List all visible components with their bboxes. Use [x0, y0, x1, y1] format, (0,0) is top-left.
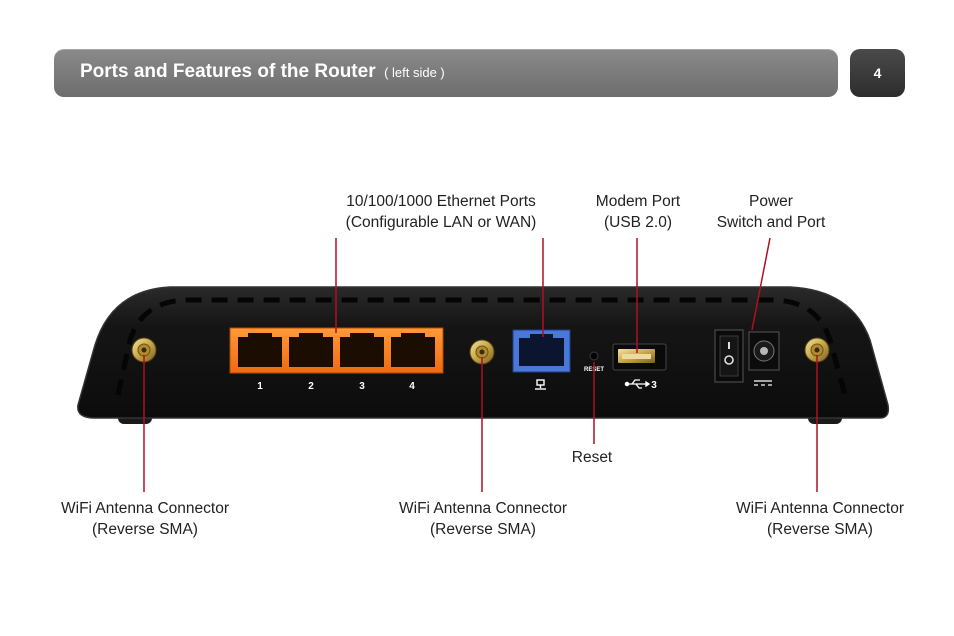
callout-antenna-center: WiFi Antenna Connector (Reverse SMA) [399, 498, 567, 540]
vent-dashes [115, 297, 848, 396]
antenna-connector-right [804, 337, 830, 363]
power-jack [748, 331, 780, 371]
callout-modem-line1: Modem Port [595, 193, 681, 210]
network-icon [535, 379, 546, 390]
callout-reset: Reset [572, 447, 613, 468]
usb-number: 3 [651, 380, 657, 391]
callout-antenna-right-line1: WiFi Antenna Connector [735, 500, 905, 517]
title-subtitle: ( left side ) [384, 65, 445, 80]
power-switch [714, 329, 744, 383]
callout-ethernet-line2: (Configurable LAN or WAN) [345, 214, 537, 231]
port-number-1: 1 [257, 381, 263, 392]
callout-reset-line1: Reset [571, 449, 613, 466]
header-bar: Ports and Features of the Router ( left … [54, 49, 838, 97]
callout-antenna-right-line2: (Reverse SMA) [767, 521, 873, 538]
callout-antenna-left: WiFi Antenna Connector (Reverse SMA) [61, 498, 229, 540]
ethernet-port-3 [340, 333, 384, 367]
usb-icon [624, 379, 651, 389]
callout-modem-port: Modem Port (USB 2.0) [596, 191, 680, 233]
callout-modem-line2: (USB 2.0) [603, 214, 673, 231]
callout-ethernet-ports: 10/100/1000 Ethernet Ports (Configurable… [346, 191, 537, 233]
wan-ethernet-port [512, 329, 571, 373]
page-number: 4 [850, 49, 905, 97]
callout-line-power [751, 237, 771, 331]
callout-power: Power Switch and Port [717, 191, 826, 233]
port-number-2: 2 [308, 381, 314, 392]
callout-antenna-center-line2: (Reverse SMA) [430, 521, 536, 538]
dc-symbol-icon [754, 380, 772, 386]
ethernet-port-4 [391, 333, 435, 367]
reset-button [589, 351, 599, 361]
callout-antenna-right: WiFi Antenna Connector (Reverse SMA) [736, 498, 904, 540]
antenna-connector-center [469, 339, 495, 365]
callout-antenna-center-line1: WiFi Antenna Connector [398, 500, 568, 517]
ethernet-port-1 [238, 333, 282, 367]
port-number-4: 4 [409, 381, 415, 392]
usb-port [612, 343, 667, 371]
ethernet-port-2 [289, 333, 333, 367]
port-number-3: 3 [359, 381, 365, 392]
callout-ethernet-line1: 10/100/1000 Ethernet Ports [346, 193, 536, 210]
callout-power-line1: Power [749, 193, 793, 210]
callout-power-line2: Switch and Port [716, 214, 826, 231]
title-main: Ports and Features of the Router [80, 61, 376, 82]
page-title: Ports and Features of the Router ( left … [80, 61, 445, 83]
callout-antenna-left-line1: WiFi Antenna Connector [60, 500, 230, 517]
callout-antenna-left-line2: (Reverse SMA) [92, 521, 198, 538]
